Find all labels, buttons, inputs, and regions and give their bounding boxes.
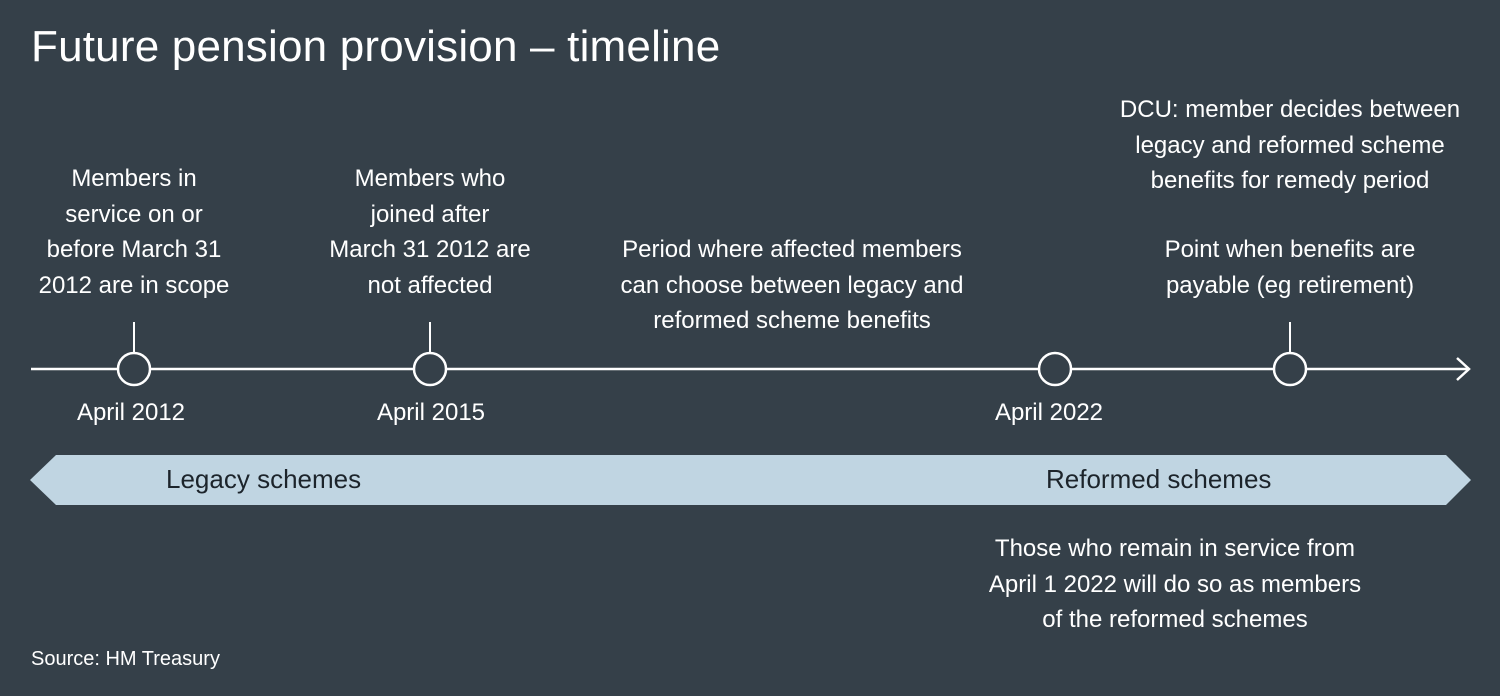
annotation-reformed-from-2022: Those who remain in service from April 1… bbox=[988, 535, 1362, 633]
band-label-reformed: Reformed schemes bbox=[1046, 464, 1272, 494]
milestone-benefits-payable bbox=[1272, 351, 1308, 387]
annotation-benefits-payable: Point when benefits are payable (eg reti… bbox=[1164, 236, 1416, 299]
source-note: Source: HM Treasury bbox=[31, 648, 220, 670]
milestone-april-2015 bbox=[412, 351, 448, 387]
milestone-april-2022 bbox=[1037, 351, 1073, 387]
annotation-dcu-decision: DCU: member decides between legacy and r… bbox=[1119, 96, 1461, 194]
annotation-members-in-scope: Members in service on or before March 31… bbox=[38, 165, 230, 299]
annotation-choice-period: Period where affected members can choose… bbox=[620, 236, 964, 334]
timeline-arrowhead bbox=[1456, 357, 1471, 381]
diagram-title: Future pension provision – timeline bbox=[31, 22, 721, 71]
scheme-band bbox=[30, 455, 1471, 505]
date-label-april-2015: April 2015 bbox=[376, 399, 486, 426]
annotation-members-not-affected: Members who joined after March 31 2012 a… bbox=[329, 165, 531, 299]
milestone-april-2012 bbox=[116, 351, 152, 387]
date-label-april-2012: April 2012 bbox=[76, 399, 186, 426]
band-label-legacy: Legacy schemes bbox=[166, 464, 362, 494]
date-label-april-2022: April 2022 bbox=[994, 399, 1104, 426]
